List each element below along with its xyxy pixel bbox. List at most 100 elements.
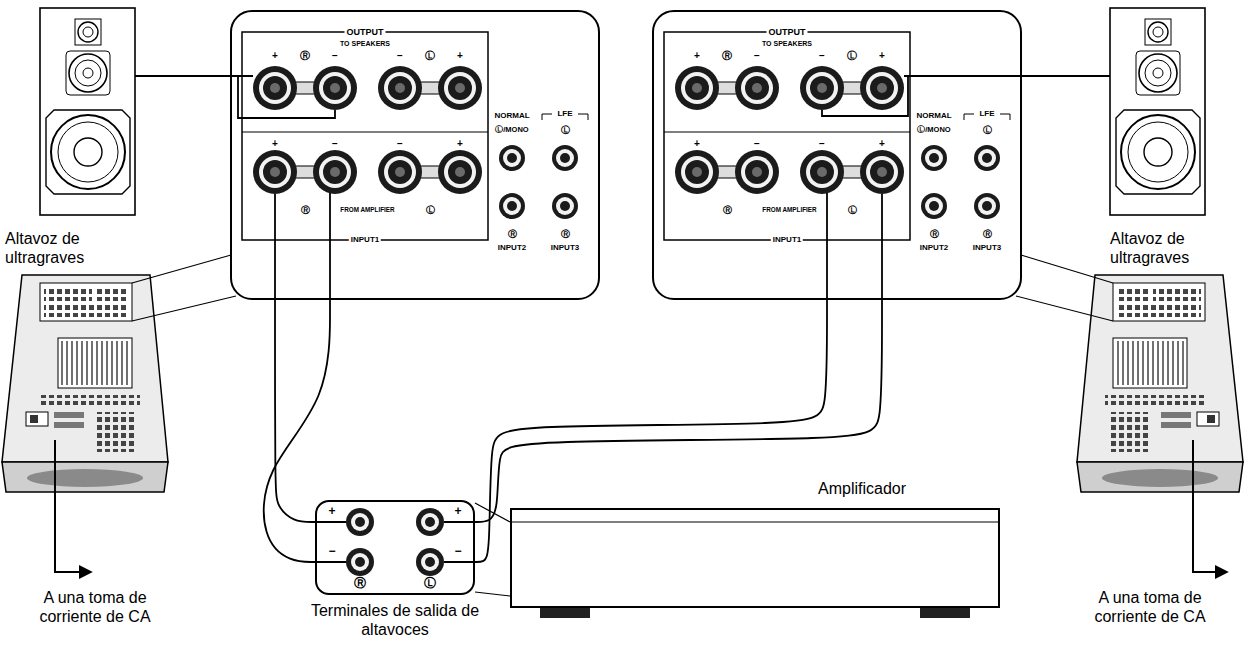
amp-terminal <box>351 553 369 571</box>
amplifier-body <box>540 608 590 618</box>
input-wire <box>881 194 883 300</box>
panel-label: OUTPUT <box>345 28 386 37</box>
terminal-sign: + <box>454 505 461 517</box>
callout-line <box>132 255 231 283</box>
speaker-wire <box>822 76 1110 116</box>
speaker-cable <box>264 300 330 562</box>
panel-label: + <box>879 139 885 149</box>
panel-label: FROM AMPLIFIER <box>760 207 818 213</box>
panel-label: Ⓡ <box>561 230 570 239</box>
power-cord <box>1193 440 1226 572</box>
amp-terminal <box>355 517 365 527</box>
panel-label: INPUT1 <box>349 236 381 244</box>
panel-label: INPUT2 <box>498 244 526 252</box>
panel-label: NORMAL <box>494 112 529 120</box>
callout-line <box>1016 296 1113 321</box>
terminal-sign: + <box>328 505 335 517</box>
panel-label: Ⓡ <box>300 51 310 61</box>
outlet-label: A una toma de corriente de CA <box>1070 588 1230 626</box>
callout-line <box>475 503 510 522</box>
input-wire <box>275 193 882 300</box>
subwoofer: Altavoz de ultragraves <box>0 275 170 490</box>
terminal-sign: − <box>454 545 461 557</box>
panel-label: INPUT1 <box>771 236 803 244</box>
amp-terminal <box>425 557 435 567</box>
panel-label: OUTPUT <box>767 28 808 37</box>
panel-label: + <box>879 51 885 61</box>
panel-label: TO SPEAKERS <box>340 40 390 47</box>
amp-terminal <box>416 548 444 576</box>
amp-terminal <box>351 513 369 531</box>
input-wire <box>274 194 276 300</box>
amp-terminal <box>421 513 439 531</box>
panel-label: Ⓡ <box>301 206 310 215</box>
panel-label: LFE <box>979 110 994 118</box>
panel-label: − <box>397 139 403 149</box>
speaker <box>1110 8 1205 215</box>
amp-terminal <box>421 553 439 571</box>
panel-label: Ⓡ <box>930 230 939 239</box>
rear-panel-art <box>242 32 588 240</box>
terminal-wire <box>315 522 475 562</box>
rear-panel: OUTPUTTO SPEAKERS+Ⓡ−−Ⓛ+NORMALLFEⓁ/MONOⓁ+… <box>652 10 1022 300</box>
speaker-wire <box>135 76 1110 118</box>
panel-label: Ⓡ <box>508 230 517 239</box>
panel-label: NORMAL <box>916 112 951 120</box>
panel-label: INPUT2 <box>920 244 948 252</box>
panel-label: Ⓛ <box>847 51 857 61</box>
panel-label: Ⓡ <box>983 230 992 239</box>
power-cord <box>55 440 1226 572</box>
panel-label: Ⓛ <box>848 206 857 215</box>
amplifier-body <box>512 522 998 523</box>
amp-terminal <box>355 557 365 567</box>
amp-terminal <box>425 517 435 527</box>
speaker <box>40 8 135 215</box>
panel-label: Ⓡ <box>722 51 732 61</box>
cable-wire <box>264 300 330 562</box>
terminal-sign: − <box>328 545 335 557</box>
subwoofer <box>2 275 168 492</box>
panel-label: − <box>397 51 403 61</box>
panel-label: Ⓛ <box>561 126 570 135</box>
input-wire <box>329 193 331 300</box>
amp-terminal <box>346 508 374 536</box>
part-label: Altavoz de ultragraves <box>1110 229 1232 267</box>
amp-terminal <box>346 548 374 576</box>
panel-label: − <box>332 139 338 149</box>
panel-label: − <box>754 51 760 61</box>
speaker-cable <box>475 300 882 562</box>
subwoofer <box>1077 275 1243 492</box>
panel-label: Ⓛ/MONO <box>917 126 950 134</box>
panel-label: LFE <box>557 110 572 118</box>
panel-label: − <box>819 51 825 61</box>
terminal-sign: Ⓡ <box>354 577 366 589</box>
panel-label: INPUT3 <box>973 244 1001 252</box>
amplifier-body <box>512 522 998 618</box>
part-label: Amplificador <box>818 479 958 498</box>
panel-label: − <box>754 139 760 149</box>
callout-line <box>1021 255 1113 283</box>
panel-label: + <box>272 51 278 61</box>
panel-label: + <box>694 51 700 61</box>
subwoofer <box>1077 275 1243 492</box>
subwoofer: Altavoz de ultragraves <box>1075 275 1245 490</box>
part-label: Altavoz de ultragraves <box>5 229 127 267</box>
amp-terminal <box>346 508 444 576</box>
terminal-wire <box>315 522 475 562</box>
panel-label: + <box>272 139 278 149</box>
panel-label: + <box>457 139 463 149</box>
part-label: Terminales de salida de altavoces <box>280 601 510 639</box>
outlet-label: A una toma de corriente de CA <box>15 588 175 626</box>
panel-label: Ⓛ <box>426 206 435 215</box>
panel-label: Ⓛ <box>425 51 435 61</box>
panel-label: − <box>332 51 338 61</box>
panel-label: Ⓡ <box>723 206 732 215</box>
panel-label: Ⓛ <box>983 126 992 135</box>
cable-wire <box>475 300 827 562</box>
amp-terminal <box>416 508 444 536</box>
amplifier: Amplificador <box>510 508 1000 608</box>
panel-label: − <box>819 139 825 149</box>
